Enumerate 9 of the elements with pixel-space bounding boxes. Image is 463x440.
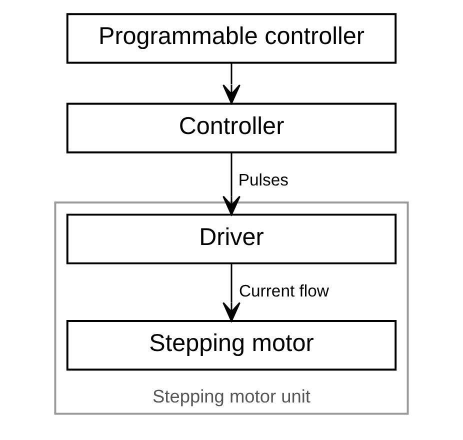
node-box: Controller <box>66 102 397 154</box>
edge-label: Current flow <box>238 281 329 300</box>
arrow <box>222 63 240 104</box>
arrow <box>222 152 240 216</box>
edge-label: Pulses <box>238 170 289 190</box>
node-box: Stepping motor <box>66 320 397 371</box>
arrow <box>222 263 240 322</box>
node-box: Programmable controller <box>66 13 397 64</box>
node-box: Driver <box>66 214 397 264</box>
